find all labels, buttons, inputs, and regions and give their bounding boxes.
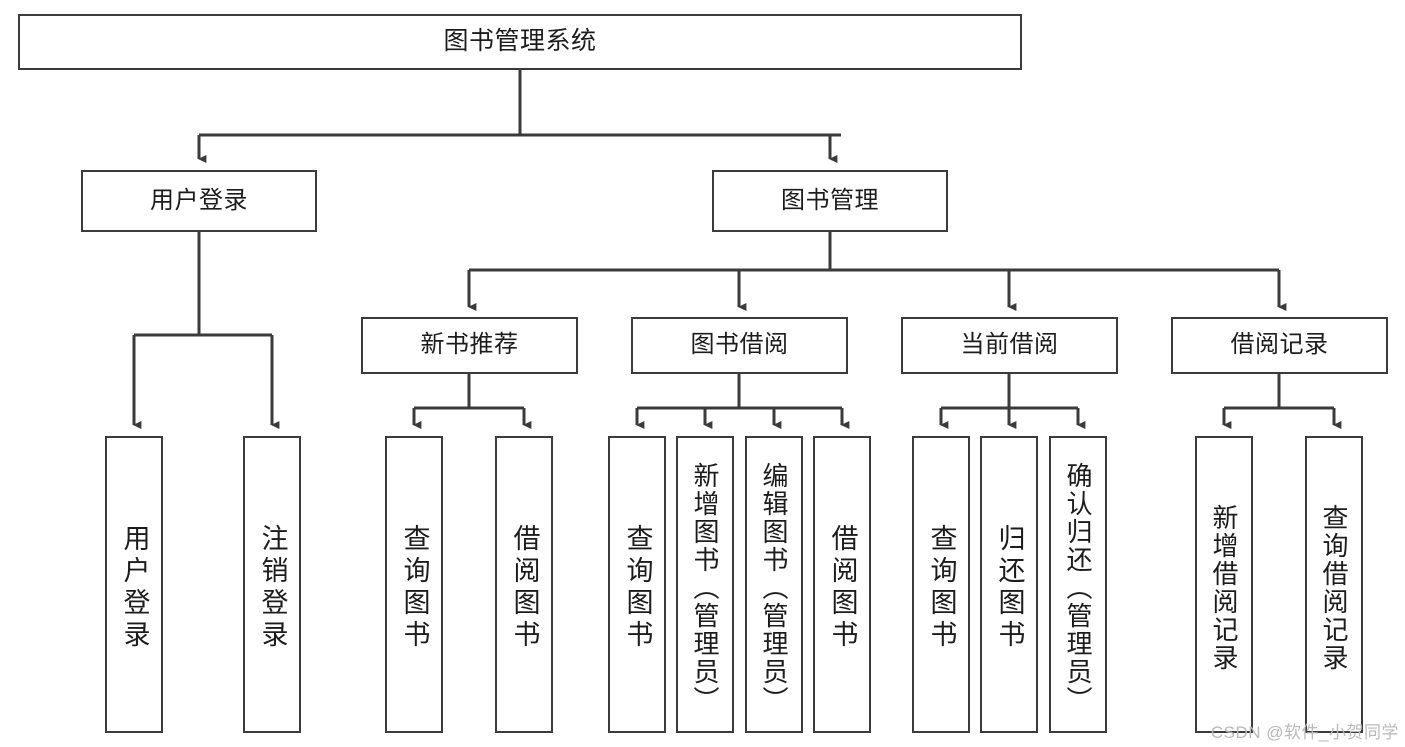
node-label: 图书管理系统 xyxy=(443,27,597,56)
node-root-book-management-system[interactable]: 图书管理系统 xyxy=(18,14,1022,70)
leaf-add-book-admin[interactable]: 新增图书（管理员） xyxy=(676,436,734,733)
node-book-borrowing[interactable]: 图书借阅 xyxy=(631,317,848,374)
node-label: 查询图书 xyxy=(399,523,430,652)
leaf-logout[interactable]: 注销登录 xyxy=(243,436,301,733)
node-current-borrowing[interactable]: 当前借阅 xyxy=(901,317,1118,374)
leaf-borrow-books-recommend[interactable]: 借阅图书 xyxy=(495,436,553,733)
leaf-confirm-return-admin[interactable]: 确认归还（管理员） xyxy=(1049,436,1107,733)
node-borrowing-record[interactable]: 借阅记录 xyxy=(1171,317,1388,374)
node-label: 确认归还（管理员） xyxy=(1063,461,1093,714)
node-user-login[interactable]: 用户登录 xyxy=(81,170,317,232)
leaf-user-login[interactable]: 用户登录 xyxy=(105,436,163,733)
node-label: 编辑图书（管理员） xyxy=(759,461,789,714)
node-label: 借阅图书 xyxy=(827,523,858,652)
leaf-query-borrow-record[interactable]: 查询借阅记录 xyxy=(1305,436,1363,733)
leaf-edit-book-admin[interactable]: 编辑图书（管理员） xyxy=(745,436,803,733)
node-label: 新书推荐 xyxy=(420,331,519,359)
leaf-query-books-recommend[interactable]: 查询图书 xyxy=(385,436,443,733)
node-label: 查询借阅记录 xyxy=(1319,503,1349,672)
node-label: 借阅记录 xyxy=(1230,331,1329,359)
node-new-book-recommendation[interactable]: 新书推荐 xyxy=(361,317,578,374)
node-label: 用户登录 xyxy=(119,523,150,652)
node-label: 新增借阅记录 xyxy=(1209,503,1239,672)
node-label: 新增图书（管理员） xyxy=(690,461,720,714)
node-label: 图书管理 xyxy=(781,186,879,214)
node-book-management[interactable]: 图书管理 xyxy=(712,170,948,232)
csdn-watermark: CSDN @软件_小贺同学 xyxy=(1210,723,1399,742)
leaf-query-books-current[interactable]: 查询图书 xyxy=(912,436,970,733)
leaf-return-books[interactable]: 归还图书 xyxy=(980,436,1038,733)
leaf-add-borrow-record[interactable]: 新增借阅记录 xyxy=(1195,436,1253,733)
leaf-borrow-books[interactable]: 借阅图书 xyxy=(813,436,871,733)
node-label: 查询图书 xyxy=(926,523,957,652)
node-label: 归还图书 xyxy=(994,523,1025,652)
leaf-query-books-borrow[interactable]: 查询图书 xyxy=(608,436,666,733)
node-label: 注销登录 xyxy=(257,523,288,652)
node-label: 当前借阅 xyxy=(960,331,1059,359)
node-label: 借阅图书 xyxy=(509,523,540,652)
node-label: 用户登录 xyxy=(150,186,248,214)
node-label: 图书借阅 xyxy=(690,331,789,359)
node-label: 查询图书 xyxy=(622,523,653,652)
